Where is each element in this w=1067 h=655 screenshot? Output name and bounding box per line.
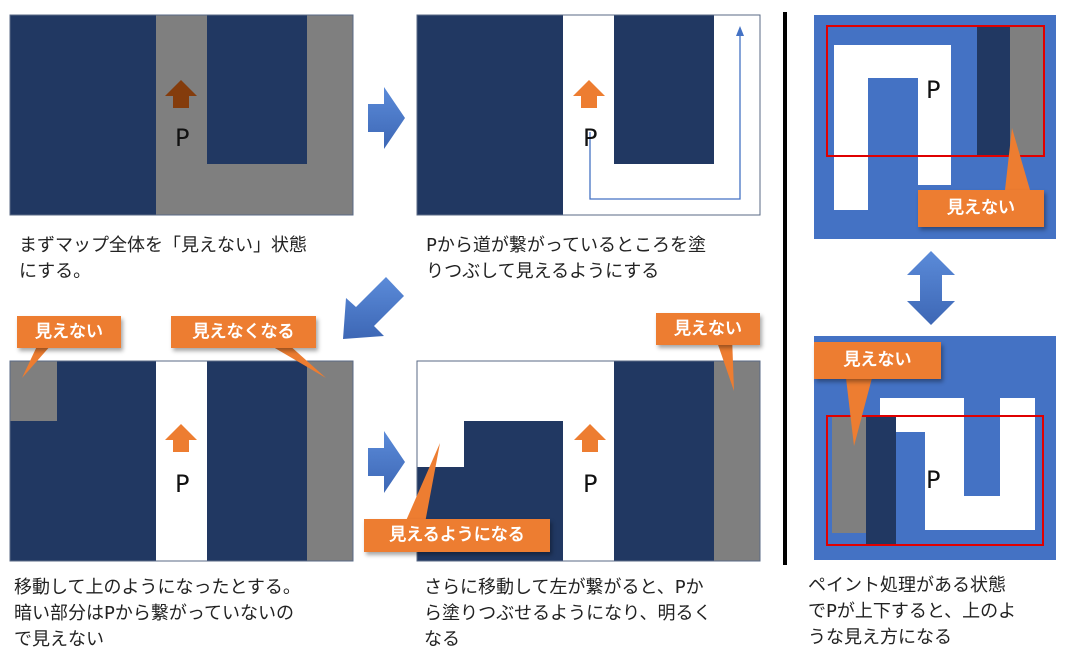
caption-step-2: Pから道が繋がっているところを塗 りつぶして見えるようにする (426, 235, 706, 282)
fill-path-arrowhead (736, 26, 744, 36)
player-marker-label: P (926, 76, 941, 104)
flow-arrow-right-top (368, 87, 405, 149)
callout-invisible: 見えない (656, 313, 760, 345)
callout-tail (405, 443, 440, 523)
panel-1-map (9, 14, 354, 216)
panel-3-map (9, 360, 354, 562)
player-marker-label: P (583, 124, 598, 152)
viewport-red-frame (826, 415, 1044, 546)
callout-invisible: 見えない (17, 316, 121, 348)
vertical-divider (783, 12, 787, 565)
callout-tail (846, 378, 872, 446)
caption-step-4: さらに移動して左が繋がると、Pか ら塗りつぶせるようになり、明るく なる (424, 577, 712, 650)
viewport-red-frame (826, 25, 1045, 157)
callout-tail (22, 344, 52, 378)
callout-becomes-visible: 見えるようになる (364, 519, 550, 552)
player-up-arrow (165, 424, 197, 452)
player-marker-label: P (926, 466, 941, 494)
player-marker-label: P (175, 124, 190, 152)
player-up-arrow (573, 80, 605, 108)
player-up-arrow-dark (165, 80, 197, 108)
callout-tail (1005, 128, 1030, 190)
callout-tail (268, 344, 326, 378)
caption-paint-process: ペイント処理がある状態 でPが上下すると、上のよ うな見え方になる (808, 575, 1017, 648)
caption-step-1: まずマップ全体を「見えない」状態 にする。 (19, 235, 307, 282)
callout-becomes-invisible: 見えなくなる (171, 316, 316, 348)
up-down-arrow (907, 251, 955, 325)
callout-tail (715, 336, 734, 391)
player-marker-label: P (175, 470, 190, 498)
callout-invisible: 見えない (814, 342, 941, 379)
callout-invisible: 見えない (918, 190, 1044, 227)
flow-arrow-right-bottom (368, 431, 405, 493)
caption-step-3: 移動して上のようになったとする。 暗い部分はPから繋がっていないの で見えない (14, 577, 301, 650)
flow-arrow-diagonal (343, 277, 404, 339)
panel-2-map (416, 14, 761, 216)
player-up-arrow (574, 424, 606, 452)
fill-path-line (589, 34, 741, 200)
player-marker-label: P (583, 470, 598, 498)
